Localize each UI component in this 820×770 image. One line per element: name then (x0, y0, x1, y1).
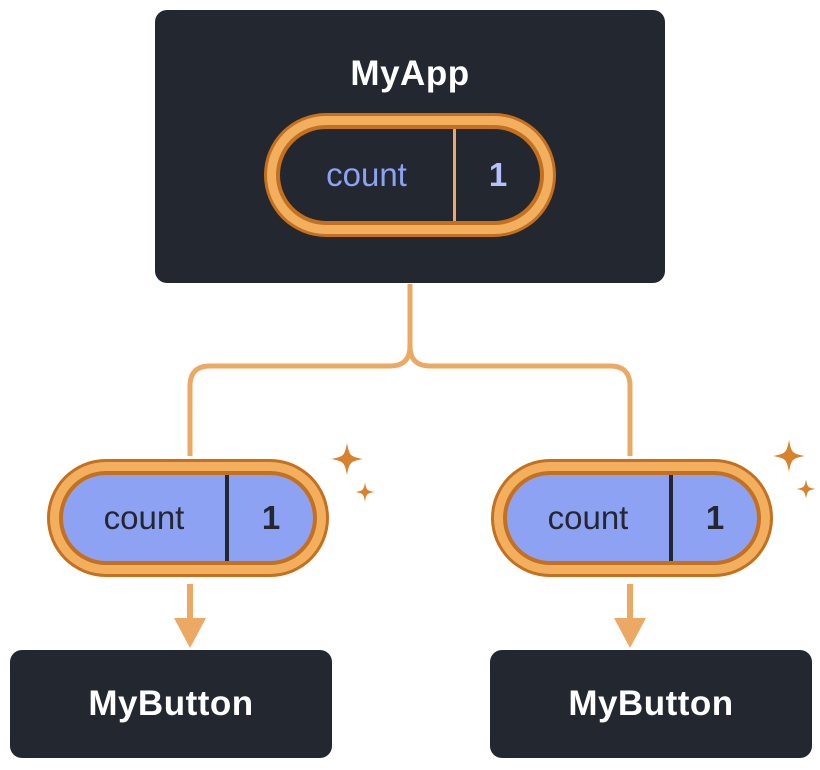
node-mybutton-right: MyButton (490, 650, 812, 758)
state-value: 1 (488, 156, 508, 193)
node-myapp: MyApp (155, 10, 665, 283)
sparkle-icon-right-pill (773, 440, 816, 499)
arrow-left-pill-to-button (174, 584, 206, 648)
node-mybutton-left: MyButton (10, 650, 332, 758)
connector-root-to-right-child (407, 284, 633, 456)
connector-root-to-left-child (187, 284, 413, 456)
node-myapp-title: MyApp (350, 54, 470, 93)
pill-divider (669, 475, 673, 561)
pill-divider (453, 129, 456, 221)
state-value: 1 (705, 499, 725, 536)
sparkle-icon-left-pill (331, 443, 375, 502)
state-value: 1 (261, 499, 281, 536)
state-pill-right-child: count 1 (503, 471, 761, 565)
pill-divider (225, 475, 229, 561)
arrow-right-pill-to-button (614, 584, 646, 648)
state-label: count (547, 499, 629, 536)
state-pill-left-child: count 1 (59, 471, 317, 565)
state-label: count (103, 499, 185, 536)
state-label: count (326, 156, 407, 193)
state-pill-root: count 1 (276, 125, 544, 225)
